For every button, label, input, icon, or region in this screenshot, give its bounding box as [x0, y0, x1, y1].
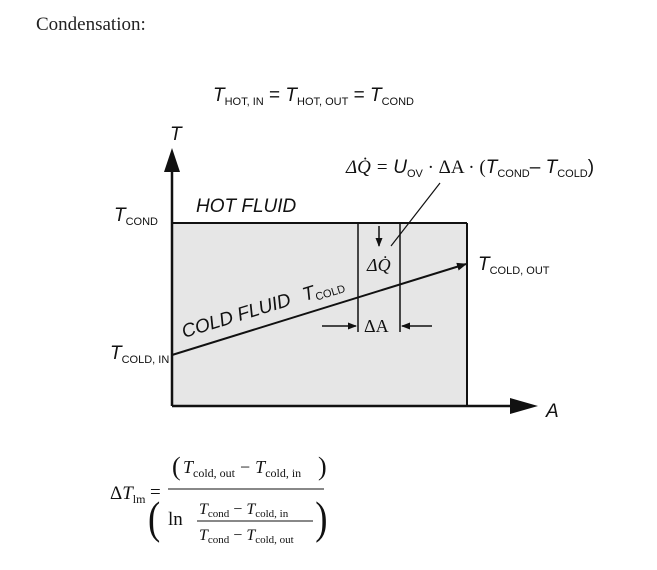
- inner-denominator: Tcond−Tcold, out: [199, 527, 294, 546]
- pointer-line: [390, 182, 441, 247]
- inner-numerator: Tcond−Tcold, in: [199, 501, 289, 520]
- heat-equation: ΔQ̇ = UOV · ΔA · (TCOND– TCOLD): [345, 156, 594, 180]
- t-cond-label: TCOND: [114, 205, 158, 228]
- x-axis-label: A: [545, 401, 559, 422]
- numerator-close-paren: ): [318, 452, 327, 481]
- numerator-open-paren: (: [172, 452, 181, 481]
- section-heading: Condensation:: [36, 14, 146, 35]
- y-axis-label: T: [170, 124, 183, 145]
- shaded-area: [172, 223, 467, 406]
- top-equation: THOT, IN = THOT, OUT = TCOND: [213, 85, 414, 108]
- delta-a-label: ΔA: [364, 316, 389, 336]
- lmtd-formula: ΔTlm = ( Tcold, out−Tcold, in ) ln ( Tco…: [110, 452, 327, 546]
- denominator-close-paren: ): [315, 493, 327, 544]
- delta-q-label: ΔQ̇: [366, 254, 391, 275]
- ln-label: ln: [168, 509, 183, 530]
- x-axis-arrow: [510, 398, 538, 414]
- lmtd-equals: =: [150, 482, 161, 503]
- t-cold-in-label: TCOLD, IN: [110, 343, 169, 366]
- y-axis-arrow: [164, 148, 180, 172]
- lmtd-numerator: Tcold, out−Tcold, in: [183, 457, 301, 480]
- denominator-open-paren: (: [148, 493, 160, 544]
- hot-fluid-label: HOT FLUID: [196, 196, 297, 217]
- lmtd-lhs: ΔTlm: [110, 483, 146, 506]
- t-cold-out-label: TCOLD, OUT: [478, 254, 550, 277]
- cold-fluid-line: [171, 262, 467, 356]
